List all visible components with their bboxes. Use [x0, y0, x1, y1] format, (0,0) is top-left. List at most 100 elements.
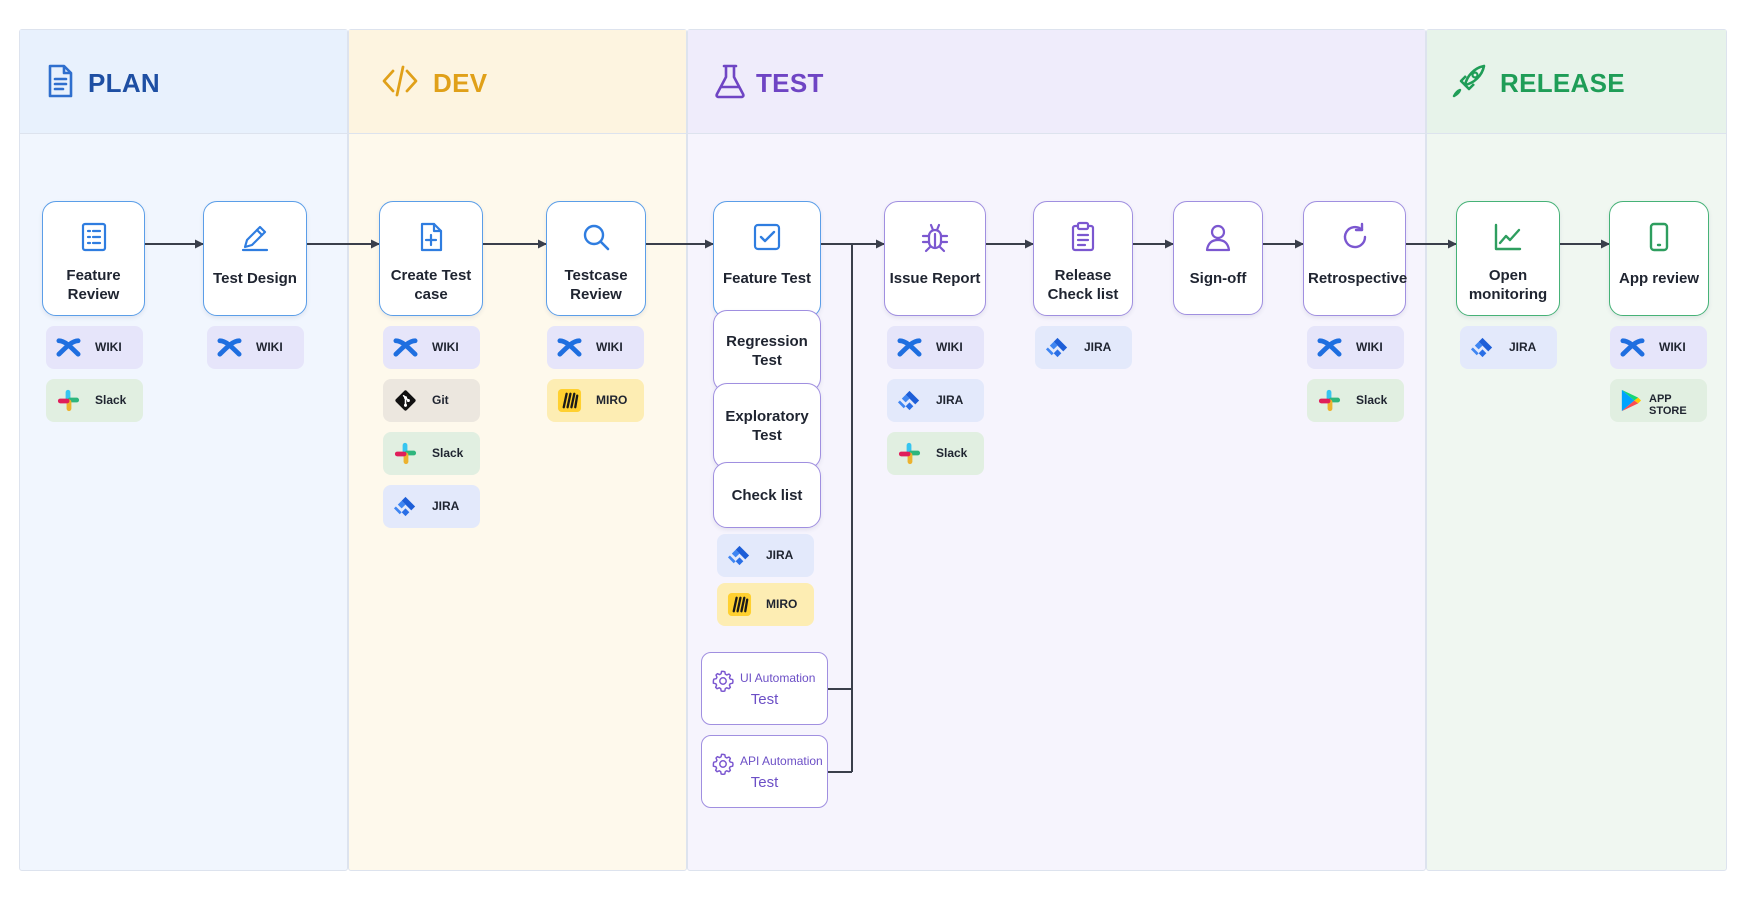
tool-miro[interactable]: MIRO [717, 583, 814, 626]
node-label: Issue Report [889, 270, 981, 287]
gear-icon [712, 753, 734, 775]
jira-icon [727, 545, 750, 566]
node-feature-test[interactable]: Feature Test [713, 201, 821, 318]
node-label: Retrospective [1308, 270, 1408, 287]
tool-label: Slack [432, 446, 464, 460]
document-icon [48, 64, 73, 98]
slack-icon [1318, 389, 1341, 412]
tool-label: WIKI [1659, 340, 1686, 354]
confluence-icon [393, 338, 418, 357]
lane-plan: PLAN [19, 29, 348, 871]
tool-label: Slack [1356, 393, 1388, 407]
slack-icon [394, 442, 417, 465]
tool-jira[interactable]: JIRA [1035, 326, 1132, 369]
tool-app-store[interactable]: APP STORE [1610, 379, 1707, 422]
tool-jira[interactable]: JIRA [717, 534, 814, 577]
connector-automation-bus [828, 244, 853, 773]
tool-label: WIKI [596, 340, 623, 354]
tool-label: Slack [95, 393, 127, 407]
user-icon [1205, 224, 1231, 252]
miro-icon [557, 388, 582, 413]
magnifier-icon [583, 224, 610, 251]
tool-wiki[interactable]: WIKI [1307, 326, 1404, 369]
confluence-icon [897, 338, 922, 357]
node-label: Test Design [213, 270, 297, 287]
miro-icon [727, 592, 752, 617]
node-label: Feature Review [66, 267, 121, 303]
rocket-icon [1452, 64, 1486, 98]
automation-test-label: Test [750, 691, 779, 708]
refresh-icon [1343, 222, 1366, 249]
tool-label: JIRA [936, 393, 964, 407]
confluence-icon [217, 338, 242, 357]
tool-wiki[interactable]: WIKI [547, 326, 644, 369]
node-sign-off[interactable]: Sign-off [1173, 201, 1263, 315]
node-label: Sign-off [1189, 270, 1247, 287]
confluence-icon [56, 338, 81, 357]
slack-icon [898, 442, 921, 465]
lane-test-header: TEST [688, 30, 1425, 134]
tool-wiki[interactable]: WIKI [46, 326, 143, 369]
tool-label: WIKI [1356, 340, 1383, 354]
substep-regression-test[interactable]: Regression Test [713, 310, 821, 392]
node-ui-automation-test[interactable]: UI Automation Test [701, 652, 828, 725]
node-test-design[interactable]: Test Design [203, 201, 307, 316]
node-create-test-case[interactable]: Create Test case [379, 201, 483, 316]
clipboard-icon [1071, 221, 1095, 252]
automation-type-label: API Automation [740, 754, 823, 768]
node-testcase-review[interactable]: Testcase Review [546, 201, 646, 316]
tool-git[interactable]: Git [383, 379, 480, 422]
tool-label: JIRA [432, 499, 460, 513]
tool-slack[interactable]: Slack [1307, 379, 1404, 422]
node-label: Feature Test [722, 270, 812, 287]
lane-title-dev: DEV [433, 68, 488, 98]
tool-label: WIKI [432, 340, 459, 354]
automation-test-label: Test [750, 774, 779, 791]
jira-icon [1045, 337, 1068, 358]
node-api-automation-test[interactable]: API Automation Test [701, 735, 828, 808]
slack-icon [57, 389, 80, 412]
play-store-icon [1621, 389, 1642, 412]
tool-label: MIRO [766, 597, 798, 611]
lane-dev-header: DEV [349, 30, 686, 134]
lane-release-header: RELEASE [1427, 30, 1726, 134]
tool-slack[interactable]: Slack [383, 432, 480, 475]
tool-wiki[interactable]: WIKI [383, 326, 480, 369]
tool-wiki[interactable]: WIKI [887, 326, 984, 369]
tool-miro[interactable]: MIRO [547, 379, 644, 422]
pencil-icon [241, 225, 269, 252]
lane-title-plan: PLAN [88, 68, 160, 98]
tool-label: APP STORE [1649, 393, 1687, 417]
tool-label: MIRO [596, 393, 628, 407]
code-icon [382, 65, 418, 97]
tool-wiki[interactable]: WIKI [207, 326, 304, 369]
node-issue-report[interactable]: Issue Report [884, 201, 986, 316]
phone-icon [1649, 222, 1669, 252]
tool-wiki[interactable]: WIKI [1610, 326, 1707, 369]
substep-check-list[interactable]: Check list [713, 462, 821, 528]
node-open-monitoring[interactable]: Open monitoring [1456, 201, 1560, 316]
checkbox-icon [753, 223, 781, 251]
tool-slack[interactable]: Slack [46, 379, 143, 422]
node-label: Testcase Review [564, 267, 628, 303]
tool-jira[interactable]: JIRA [1460, 326, 1557, 369]
node-retrospective[interactable]: Retrospective [1303, 201, 1408, 316]
lane-release: RELEASE [1426, 29, 1727, 871]
tool-jira[interactable]: JIRA [887, 379, 984, 422]
confluence-icon [1620, 338, 1645, 357]
tool-label: WIKI [256, 340, 283, 354]
tool-label: JIRA [766, 548, 794, 562]
node-app-review[interactable]: App review [1609, 201, 1709, 316]
node-feature-review[interactable]: Feature Review [42, 201, 145, 316]
list-document-icon [81, 222, 106, 252]
tool-jira[interactable]: JIRA [383, 485, 480, 528]
substep-exploratory-test[interactable]: Exploratory Test [713, 383, 821, 469]
tool-label: Git [432, 393, 449, 407]
automation-type-label: UI Automation [740, 671, 816, 685]
tool-label: WIKI [936, 340, 963, 354]
tool-slack[interactable]: Slack [887, 432, 984, 475]
node-release-check-list[interactable]: Release Check list [1033, 201, 1133, 316]
lane-title-test: TEST [756, 68, 824, 98]
jira-icon [1470, 337, 1493, 358]
